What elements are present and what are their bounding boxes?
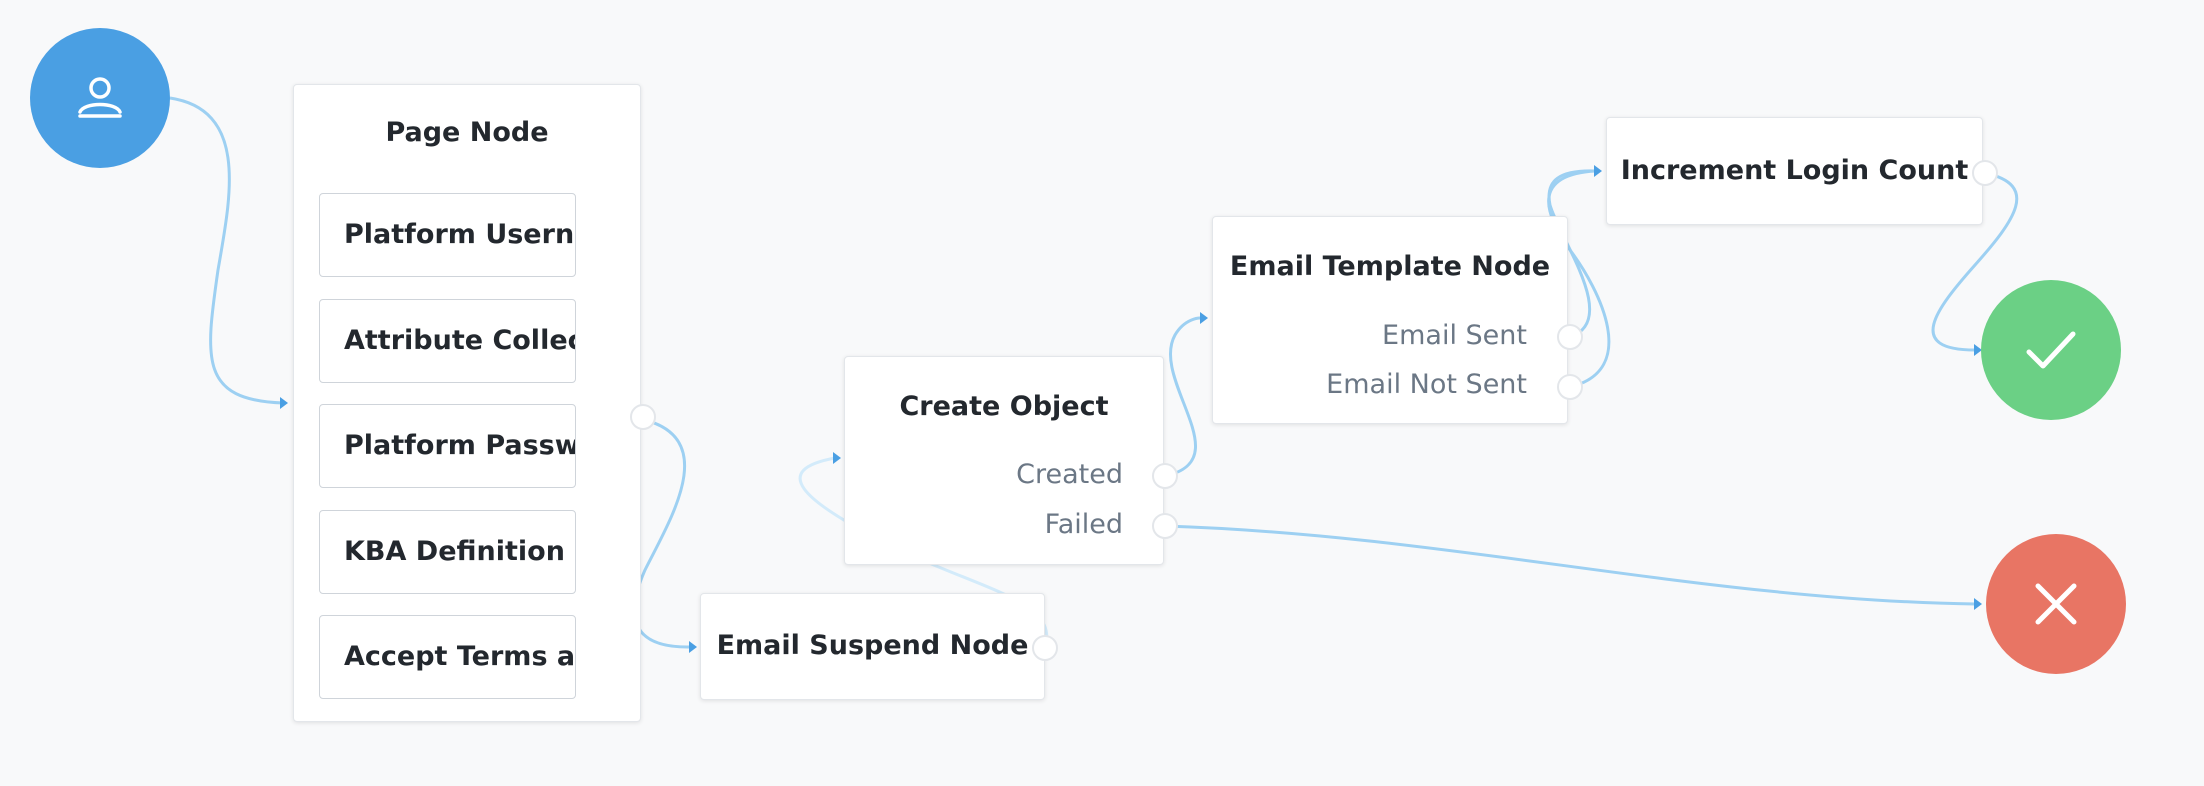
outcome-failed-label: Failed <box>1044 509 1123 540</box>
failure-node[interactable] <box>1986 534 2126 674</box>
outcome-email-sent-port[interactable] <box>1557 324 1583 350</box>
outcome-email-sent-label: Email Sent <box>1382 320 1527 351</box>
outcome-email-not-sent-label: Email Not Sent <box>1326 369 1527 400</box>
create-object-node[interactable]: Create Object Created Failed <box>844 356 1164 565</box>
page-node-title: Page Node <box>385 117 549 148</box>
email-suspend-node-title: Email Suspend Node <box>716 630 1029 661</box>
email-suspend-node-output-port[interactable] <box>1032 635 1058 661</box>
email-suspend-node[interactable]: Email Suspend Node <box>700 593 1045 700</box>
wire-failed-to-failure <box>1164 524 1976 606</box>
checkmark-icon <box>2026 331 2076 369</box>
arrow-suspend-input <box>689 641 697 653</box>
page-node-item-accept-terms[interactable]: Accept Terms a… <box>319 615 576 699</box>
increment-login-count-output-port[interactable] <box>1972 160 1998 186</box>
outcome-created-port[interactable] <box>1152 463 1178 489</box>
outcome-failed-port[interactable] <box>1152 513 1178 539</box>
person-icon <box>78 77 122 118</box>
success-node[interactable] <box>1981 280 2121 420</box>
wire-start-to-page <box>169 96 284 405</box>
page-node-item-platform-username[interactable]: Platform Userna… <box>319 193 576 277</box>
arrow-failure-input <box>1974 598 1982 610</box>
arrow-page-input <box>280 397 288 409</box>
page-node[interactable]: Page Node Platform Userna… Attribute Col… <box>293 84 641 722</box>
arrow-increment-input <box>1594 165 1602 177</box>
start-node[interactable] <box>30 28 170 168</box>
create-object-node-title: Create Object <box>899 391 1109 422</box>
email-template-node-title: Email Template Node <box>1229 251 1551 282</box>
page-node-item-platform-password[interactable]: Platform Passw… <box>319 404 576 488</box>
increment-login-count-node[interactable]: Increment Login Count <box>1606 117 1983 225</box>
x-icon <box>2035 583 2077 625</box>
page-node-item-kba-definition[interactable]: KBA Definition <box>319 510 576 594</box>
outcome-email-not-sent-port[interactable] <box>1557 374 1583 400</box>
email-template-node[interactable]: Email Template Node Email Sent Email Not… <box>1212 216 1568 424</box>
page-node-output-port[interactable] <box>630 404 656 430</box>
wire-created-to-template <box>1164 316 1201 478</box>
outcome-created-label: Created <box>1016 459 1123 490</box>
wire-page-to-suspend <box>632 418 691 649</box>
arrow-template-input <box>1200 312 1208 324</box>
page-node-item-attribute-collector[interactable]: Attribute Collect… <box>319 299 576 383</box>
arrow-create-input <box>833 452 841 464</box>
increment-login-count-node-title: Increment Login Count <box>1620 155 1969 186</box>
